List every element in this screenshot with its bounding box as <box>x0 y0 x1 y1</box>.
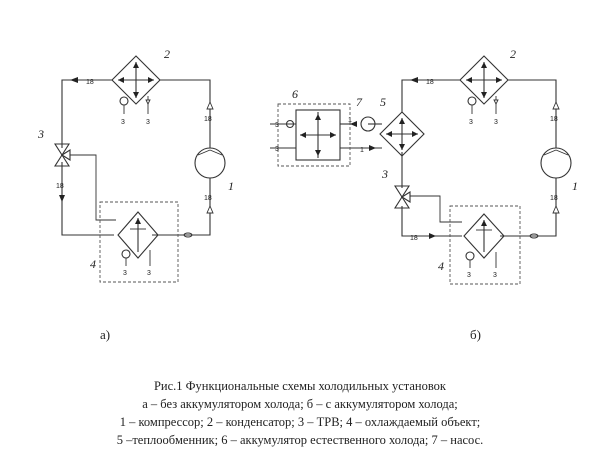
accumulator-box-b <box>277 103 351 167</box>
pipe-a-left-down <box>61 162 114 236</box>
compressor-b <box>540 147 572 179</box>
number-2-b: 2 <box>510 47 516 61</box>
scheme-b: 18 18 18 18 1 1 3 3 2 1 <box>270 47 578 285</box>
number-5-b: 5 <box>380 95 386 109</box>
arrow-a-top <box>70 77 78 83</box>
pipe-b-right <box>508 79 557 148</box>
figure-caption: Рис.1 Функциональные схемы холодильных у… <box>117 379 484 447</box>
sensor-label-a-bottom-2: 3 <box>147 270 151 277</box>
arrow-a-left <box>59 195 65 202</box>
arrow-b-bottom <box>429 233 436 239</box>
number-1-a: 1 <box>228 179 234 193</box>
sensor-label-b-acc-2: 3 <box>275 146 279 153</box>
accumulator-b: 3 3 <box>275 109 341 161</box>
number-4-a: 4 <box>90 257 96 271</box>
arrow-a-right-1 <box>206 100 214 110</box>
caption-line-3: 1 – компрессор; 2 – конденсатор; 3 – ТРВ… <box>120 415 481 429</box>
pipe-a-sensor <box>70 154 116 221</box>
caption-line-2: а – без аккумулятором холода; б – с акку… <box>142 397 458 411</box>
flow-label-a-right-1: 18 <box>204 116 212 123</box>
arrow-b-right-1 <box>552 100 560 110</box>
pipe-b-sensor <box>410 195 462 223</box>
cooled-object-box-a <box>99 201 179 283</box>
sensor-label-b-top-2: 3 <box>494 119 498 126</box>
flow-label-a-top: 18 <box>86 79 94 86</box>
number-4-b: 4 <box>438 259 444 273</box>
number-3-a: 3 <box>37 127 44 141</box>
flow-label-b-top: 18 <box>426 79 434 86</box>
scheme-a: 18 18 18 18 3 3 2 1 <box>37 47 234 283</box>
caption-line-4: 5 –теплообменник; 6 – аккумулятор естест… <box>117 433 484 447</box>
evaporator-b: 3 3 <box>463 213 505 279</box>
valve-b <box>393 185 411 209</box>
arrow-b-top <box>410 77 418 83</box>
sensor-label-b-bottom-2: 3 <box>493 272 497 279</box>
flow-label-a-left: 18 <box>56 183 64 190</box>
fitting-b <box>529 233 539 239</box>
gauge-b-acc <box>285 119 295 129</box>
flow-label-b-right-2: 18 <box>550 195 558 202</box>
arrow-a-right-2 <box>206 204 214 214</box>
arrow-b-to-acc <box>350 121 357 127</box>
panel-b-label: б) <box>470 327 481 342</box>
pipe-b-left-down <box>401 206 462 237</box>
number-6-b: 6 <box>292 87 298 101</box>
heat-exchanger-b <box>379 111 425 157</box>
pump-flow-label-1: 1 <box>348 117 352 124</box>
sensor-label-b-bottom-1: 3 <box>467 272 471 279</box>
condenser-b: 3 3 <box>459 55 509 126</box>
flow-label-b-right-1: 18 <box>550 116 558 123</box>
number-7-b: 7 <box>356 95 363 109</box>
condenser-a: 3 3 <box>111 55 161 126</box>
caption-line-1: Рис.1 Функциональные схемы холодильных у… <box>154 379 447 393</box>
pump-b <box>360 116 376 132</box>
sensor-label-a-top-2: 3 <box>146 119 150 126</box>
pipe-a-top <box>61 79 112 148</box>
pump-flow-label-2: 1 <box>360 147 364 154</box>
evaporator-a: 3 3 <box>117 211 159 277</box>
number-1-b: 1 <box>572 179 578 193</box>
pipe-b-top <box>401 79 460 112</box>
number-3-b: 3 <box>381 167 388 181</box>
number-2-a: 2 <box>164 47 170 61</box>
cooled-object-box-b <box>449 205 521 285</box>
pipe-b-compressor-down <box>500 178 557 237</box>
sensor-label-b-acc-1: 3 <box>275 122 279 129</box>
arrow-b-return <box>369 145 376 151</box>
pipe-a-right <box>160 79 211 148</box>
flow-label-a-right-2: 18 <box>204 195 212 202</box>
flow-label-b-bottom: 18 <box>410 235 418 242</box>
arrow-b-right-2 <box>552 204 560 214</box>
gauge-a-top <box>119 96 129 106</box>
pipe-a-compressor-down <box>152 178 211 236</box>
sensor-label-b-top-1: 3 <box>469 119 473 126</box>
fitting-a <box>183 232 193 238</box>
sensor-label-a-top-1: 3 <box>121 119 125 126</box>
sensor-label-a-bottom-1: 3 <box>123 270 127 277</box>
panel-a-label: а) <box>100 327 110 342</box>
valve-a <box>53 143 71 167</box>
compressor-a <box>194 147 226 179</box>
